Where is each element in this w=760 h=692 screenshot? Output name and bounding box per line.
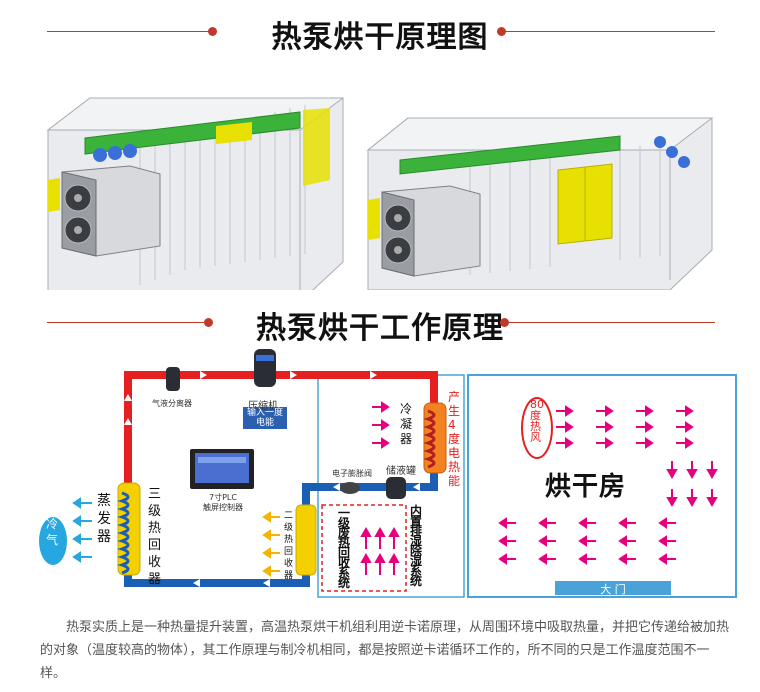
stage2-arrows <box>262 511 280 577</box>
evaporator-coil <box>117 482 141 576</box>
description-text: 热泵实质上是一种热量提升装置，高温热泵烘干机组利用逆卡诺原理，从周围环境中吸取热… <box>40 620 730 681</box>
hot-pipe <box>124 371 438 491</box>
label-condenser: 冷凝器 <box>400 402 413 446</box>
cold-arrows <box>72 497 92 563</box>
compressor-icon <box>254 349 276 387</box>
title-line-right-2 <box>508 322 715 323</box>
stage2-coil <box>295 504 317 576</box>
hot-air-arrows <box>556 405 694 449</box>
title-row-principle: 热泵烘干原理图 <box>0 12 760 55</box>
title-line-left <box>47 31 210 32</box>
title-dot-left-2 <box>204 318 213 327</box>
container-illustrations <box>46 97 714 290</box>
label-separator: 气液分离器 <box>152 399 192 408</box>
door-bar <box>555 581 671 595</box>
container-right <box>366 117 714 290</box>
label-drying-room: 烘干房 <box>545 472 627 502</box>
title-working-principle: 热泵烘干工作原理 <box>256 311 504 346</box>
plc-screen-icon <box>190 449 254 489</box>
return-arrows <box>498 517 676 565</box>
label-door: 大 门 <box>600 583 626 596</box>
title-line-left-2 <box>47 322 205 323</box>
label-stage1: 一级废热回收系统 <box>338 506 351 590</box>
label-stage2: 二级热回收器 <box>284 511 294 581</box>
label-compressor: 压缩机 <box>248 401 278 412</box>
compressor-power-box <box>243 407 287 429</box>
stage1-arrows <box>360 526 400 575</box>
label-expansion-valve: 电子膨胀阀 <box>332 469 372 478</box>
label-stage3: 三级热回收器 <box>148 487 162 587</box>
expansion-valve-icon <box>340 482 360 494</box>
label-evaporator: 蒸发器 <box>97 493 111 545</box>
stage1-recovery-box <box>321 504 407 592</box>
label-hot-air: 80度热风 <box>530 398 544 444</box>
hot-air-badge <box>521 397 553 459</box>
label-plc-2: 触屏控制器 <box>203 503 243 512</box>
label-receiver: 储液罐 <box>386 466 416 477</box>
label-produce-4deg: 产生4度电热能 <box>448 390 461 488</box>
label-compressor-power: 输入一度电能 <box>246 408 283 428</box>
title-dot-left <box>208 27 217 36</box>
title-principle-diagram: 热泵烘干原理图 <box>271 20 489 55</box>
title-dot-right-2 <box>500 318 509 327</box>
label-dehumid: 内置排湿除湿系统 <box>410 504 423 588</box>
title-dot-right <box>497 27 506 36</box>
title-row-working: 热泵烘干工作原理 <box>0 303 760 346</box>
label-cold-air: 冷气 <box>46 517 59 547</box>
title-line-right <box>505 31 715 32</box>
receiver-icon <box>386 477 406 499</box>
down-arrows <box>666 461 718 508</box>
working-diagram <box>39 349 737 598</box>
cold-air-badge <box>39 517 67 565</box>
label-plc-1: 7寸PLC <box>209 493 237 502</box>
condenser-arrows <box>372 401 390 449</box>
separator-icon <box>166 367 180 391</box>
heat-pump-unit-left <box>61 165 161 257</box>
heat-pump-unit-right <box>381 185 481 277</box>
condenser-coil <box>423 402 447 474</box>
container-left <box>46 97 345 290</box>
